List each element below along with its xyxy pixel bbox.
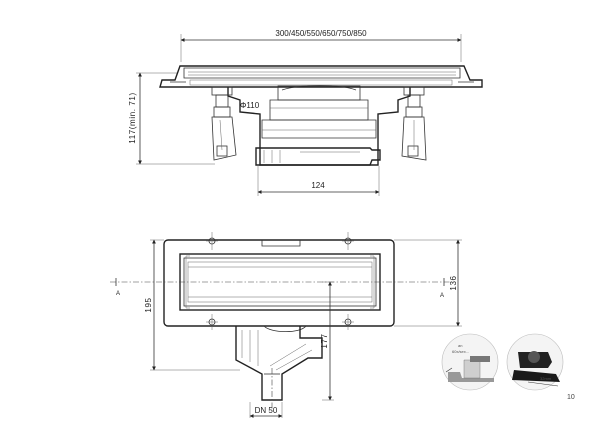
top-width-dimension: 300/450/550/650/750/850: [275, 29, 367, 38]
page-number: 10: [567, 394, 575, 401]
pipe-diameter-label: Φ110: [240, 101, 260, 110]
height-dimension: 117(min. 71): [128, 92, 137, 144]
inset-label-b: 60x/sex...: [452, 349, 469, 354]
plan-view: A A DN 5: [110, 232, 462, 418]
plan-width-dimension: 136: [449, 275, 458, 290]
outlet-offset-dimension: 177: [320, 333, 329, 348]
mounting-screw-top-right: [342, 232, 354, 250]
elevation-view: 300/450/550/650/750/850 117(min. 71) Φ11…: [128, 29, 483, 196]
mounting-screw-bottom-left: [206, 314, 218, 330]
mounting-screw-top-left: [206, 232, 218, 250]
outlet-size-dimension: DN 50: [255, 406, 278, 415]
inset-detail-flange: an 60x/sex...: [441, 333, 499, 391]
right-leveling-foot: [401, 86, 427, 161]
plan-depth-dimension: 195: [144, 297, 153, 312]
inset-label-a: an: [458, 343, 462, 348]
body-width-dimension: 124: [311, 181, 325, 190]
mounting-screw-bottom-right: [342, 314, 354, 330]
section-marker-right: A: [440, 293, 444, 299]
section-marker-left: A: [116, 291, 120, 297]
inset-detail-seal: 32mm: [506, 333, 564, 391]
inset-dimension: 32mm: [540, 376, 552, 381]
left-leveling-foot: [211, 86, 237, 161]
